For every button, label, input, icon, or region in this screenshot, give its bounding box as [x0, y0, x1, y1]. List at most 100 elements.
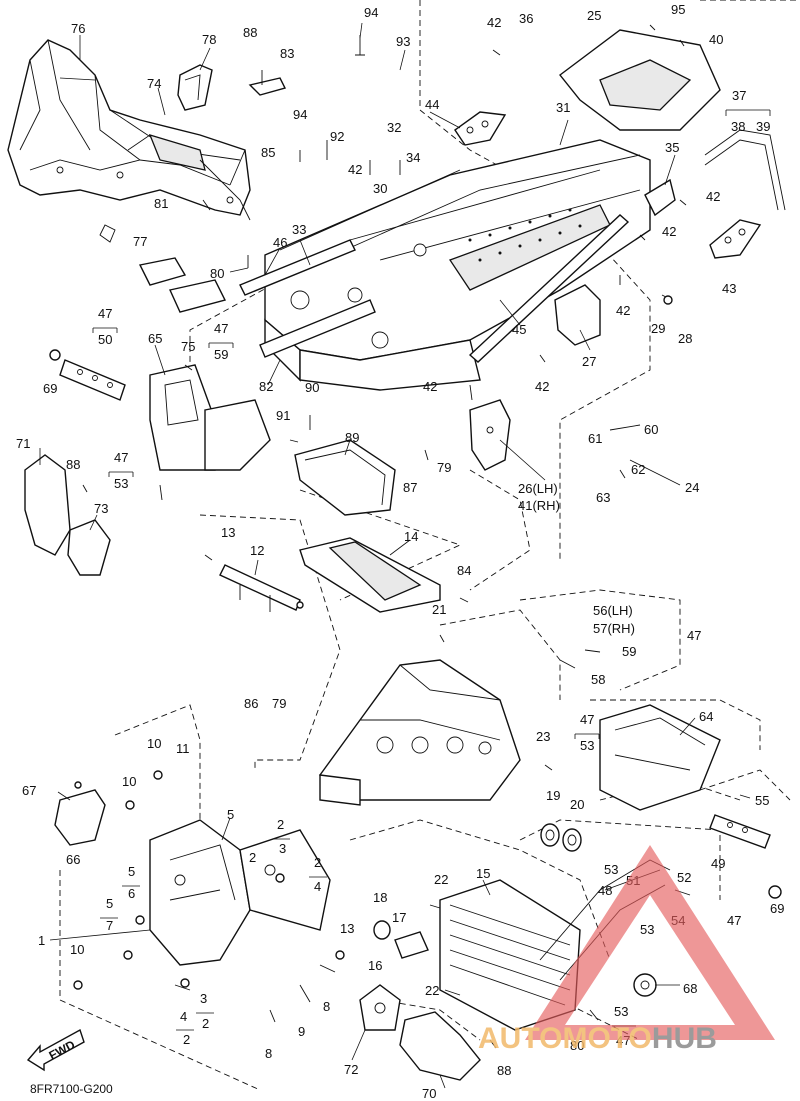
callout: 8 — [265, 1046, 272, 1061]
bearings — [373, 823, 582, 959]
callout: 22 — [434, 872, 448, 887]
callout: 2 — [314, 855, 321, 870]
callout: 30 — [373, 181, 387, 196]
callout: 4 — [180, 1009, 187, 1024]
callout: 52 — [677, 870, 691, 885]
callout: 23 — [536, 729, 550, 744]
bar-49 — [709, 814, 771, 849]
shield-73 — [67, 519, 111, 576]
callout: 53 — [614, 1004, 628, 1019]
panel-89 — [294, 439, 396, 516]
callout: 88 — [243, 25, 257, 40]
callout: 79 — [272, 696, 286, 711]
cover-72 — [359, 984, 401, 1031]
bracket-27 — [554, 284, 601, 346]
panel-14 — [299, 537, 441, 613]
callout: 40 — [709, 32, 723, 47]
callout: 5 — [106, 896, 113, 911]
callout: 42 — [348, 162, 362, 177]
callout: 92 — [330, 129, 344, 144]
callout: 47 — [687, 628, 701, 643]
callout: 50 — [98, 332, 112, 347]
callout: 4 — [314, 879, 321, 894]
callout: 14 — [404, 529, 418, 544]
callout: 42 — [423, 379, 437, 394]
watermark-triangle-icon — [525, 845, 775, 1040]
callout: 2 — [277, 817, 284, 832]
callout: 10 — [147, 736, 161, 751]
callout: 69 — [770, 901, 784, 916]
pulley-68 — [633, 973, 657, 997]
callout: 13 — [340, 921, 354, 936]
callout: 2 — [183, 1032, 190, 1047]
callout: 57(RH) — [593, 621, 635, 636]
callout: 65 — [148, 331, 162, 346]
callout: 44 — [425, 97, 439, 112]
callout: 39 — [756, 119, 770, 134]
callout: 2 — [249, 850, 256, 865]
mount-65 — [149, 364, 271, 471]
callout: 82 — [259, 379, 273, 394]
callout: 47 — [98, 306, 112, 321]
callout: 6 — [128, 886, 135, 901]
callout: 11 — [176, 741, 190, 756]
bar-50 — [59, 359, 126, 401]
callout: 61 — [588, 431, 602, 446]
callout: 8 — [323, 999, 330, 1014]
callout: 43 — [722, 281, 736, 296]
callout: 28 — [678, 331, 692, 346]
watermark-text-2: HUB — [652, 1022, 717, 1055]
callout: 67 — [22, 783, 36, 798]
callout: 19 — [546, 788, 560, 803]
cover-70 — [399, 1011, 481, 1081]
callout: 49 — [711, 856, 725, 871]
rear-frame-25 — [559, 29, 721, 131]
callout: 16 — [368, 958, 382, 973]
callout: 53 — [580, 738, 594, 753]
callout: 89 — [345, 430, 359, 445]
callout: 59 — [622, 644, 636, 659]
callout: 55 — [755, 793, 769, 808]
callout: 10 — [122, 774, 136, 789]
callout: 80 — [210, 266, 224, 281]
footrest-44 — [454, 111, 507, 146]
main-tunnel — [239, 139, 651, 391]
callout: 32 — [387, 120, 401, 135]
callout: 88 — [497, 1063, 511, 1078]
callout: 64 — [699, 709, 713, 724]
callout: 53 — [114, 476, 128, 491]
callout: 42 — [535, 379, 549, 394]
diagram-code: 8FR7100-G200 — [30, 1082, 113, 1096]
bracket-26-41 — [469, 399, 511, 471]
callout: 37 — [732, 88, 746, 103]
watermark-logo: AUTOMOTOHUB — [478, 845, 775, 1055]
callout: 91 — [276, 408, 290, 423]
callout: 93 — [396, 34, 410, 49]
fasteners — [49, 24, 782, 1049]
callout: 20 — [570, 797, 584, 812]
callout: 29 — [651, 321, 665, 336]
callout: 47 — [727, 913, 741, 928]
callout: 66 — [66, 852, 80, 867]
svg-text:AUTOMOTOHUB: AUTOMOTOHUB — [478, 1022, 717, 1055]
callout: 35 — [665, 140, 679, 155]
callout: 42 — [706, 189, 720, 204]
callout: 33 — [292, 222, 306, 237]
callout: 15 — [476, 866, 490, 881]
callout: 53 — [640, 922, 654, 937]
callout: 56(LH) — [593, 603, 633, 618]
callout: 41(RH) — [518, 498, 560, 513]
callout: 34 — [406, 150, 420, 165]
callout: 94 — [364, 5, 378, 20]
front-frame — [318, 659, 521, 806]
callout: 36 — [519, 11, 533, 26]
plate-77 — [138, 257, 187, 286]
tunnel-vent-holes — [290, 208, 582, 349]
callout: 9 — [298, 1024, 305, 1039]
callout: 73 — [94, 501, 108, 516]
callout: 1 — [38, 933, 45, 948]
callout: 42 — [487, 15, 501, 30]
callout: 38 — [731, 119, 745, 134]
plate-75 — [169, 279, 227, 313]
cooler-15 — [439, 879, 581, 1031]
